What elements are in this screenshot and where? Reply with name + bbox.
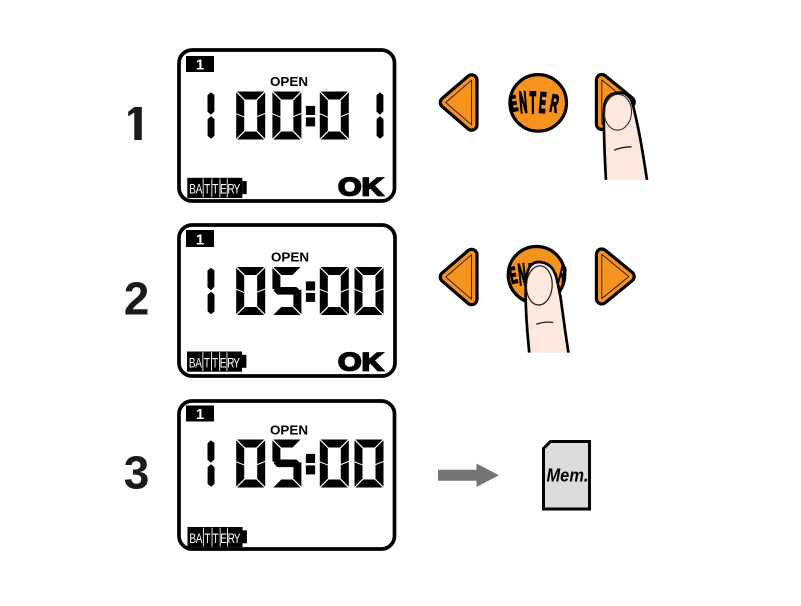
svg-text:OPEN: OPEN — [271, 250, 309, 265]
svg-text:E: E — [538, 86, 548, 120]
svg-text:OPEN: OPEN — [270, 423, 308, 438]
svg-text:N: N — [518, 86, 528, 120]
svg-text:2: 2 — [124, 273, 150, 325]
svg-text:OK: OK — [338, 174, 384, 202]
svg-text:3: 3 — [124, 447, 150, 499]
svg-text:Mem.: Mem. — [547, 465, 589, 486]
svg-text:T: T — [530, 85, 536, 120]
svg-text:1: 1 — [196, 232, 204, 249]
svg-text:OPEN: OPEN — [270, 74, 308, 89]
svg-text:OK: OK — [338, 348, 384, 376]
svg-text:1: 1 — [196, 406, 204, 423]
svg-text:1: 1 — [196, 57, 204, 74]
